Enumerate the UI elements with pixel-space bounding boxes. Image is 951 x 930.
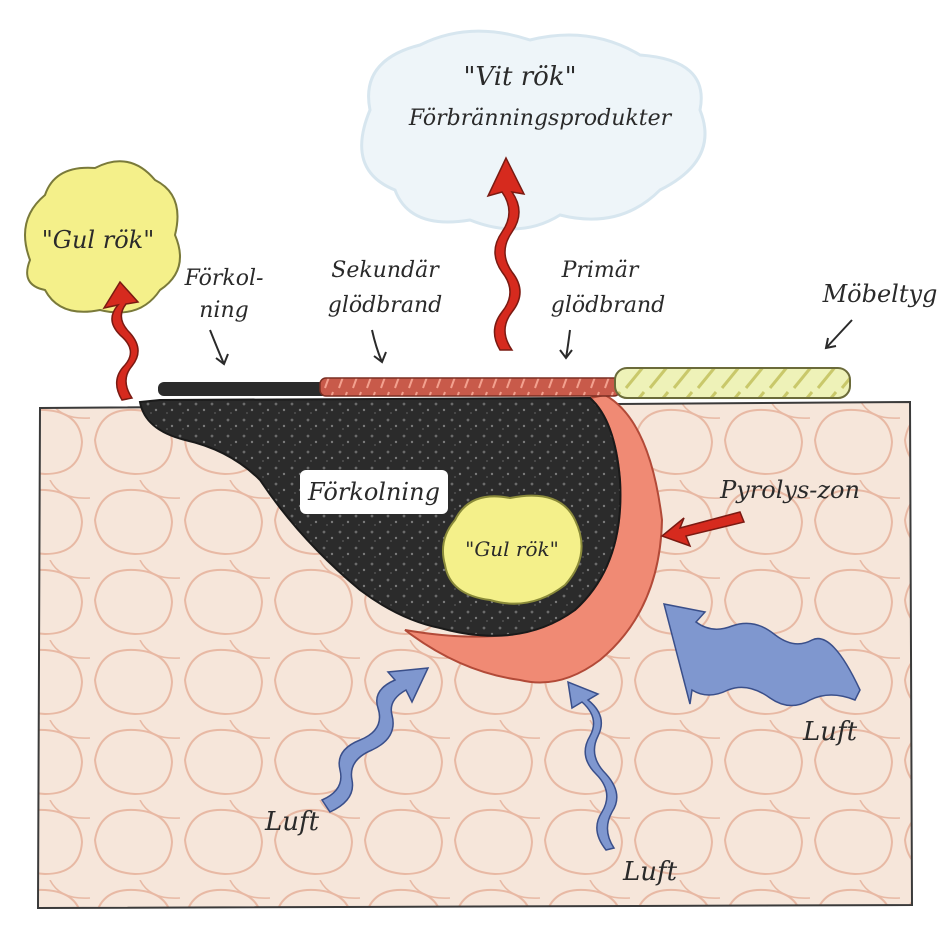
combustion-products-label: Förbränningsprodukter — [408, 106, 673, 131]
yellow-smoke-top-label: "Gul rök" — [42, 226, 154, 254]
secondary-glow-label-2: glödbrand — [328, 293, 442, 318]
charring-inner-label: Förkolning — [307, 478, 440, 506]
heat-arrow-left — [104, 282, 138, 400]
yellow-smoke-inner-label: "Gul rök" — [465, 537, 559, 561]
fabric-layer — [615, 368, 850, 398]
secondary-glow-label: Sekundär — [331, 258, 440, 283]
air-middle-label: Luft — [622, 857, 678, 887]
white-smoke-label: "Vit rök" — [463, 62, 576, 92]
primary-glow-label: Primär — [561, 258, 640, 283]
air-left-label: Luft — [264, 807, 320, 837]
furniture-fabric-label: Möbeltyg — [822, 280, 938, 308]
surface-glow-layer — [320, 378, 620, 396]
charring-top-label: Förkol- — [184, 266, 264, 291]
charring-top-label-2: ning — [199, 298, 248, 323]
pointer-arrows — [210, 320, 852, 364]
heat-arrow-up — [488, 158, 524, 350]
primary-glow-label-2: glödbrand — [551, 293, 665, 318]
air-right-label: Luft — [802, 717, 858, 747]
surface-char-layer — [158, 382, 328, 396]
pyrolysis-zone-label: Pyrolys-zon — [719, 476, 860, 504]
